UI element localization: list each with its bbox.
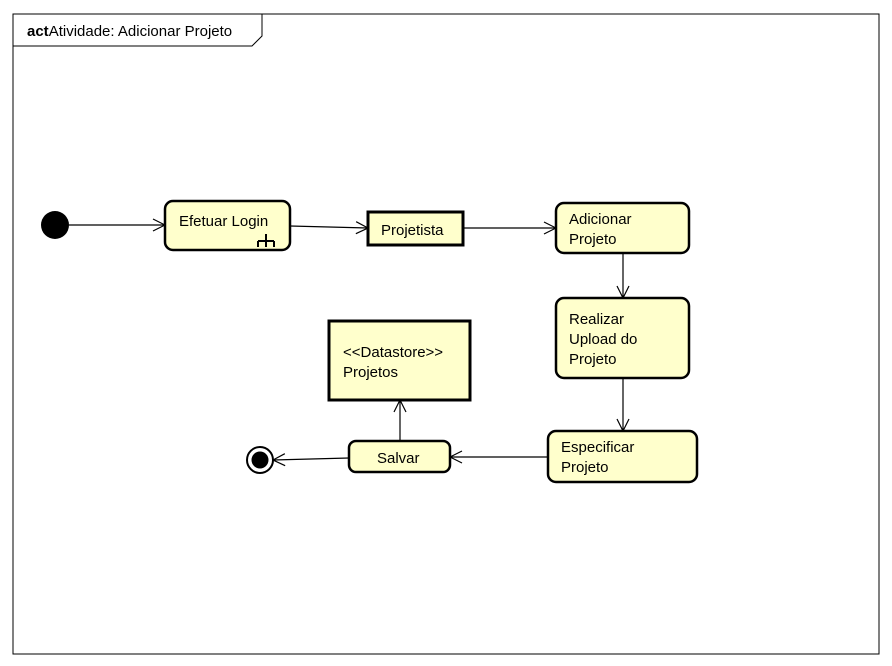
datastore-stereotype: <<Datastore>> (343, 344, 443, 361)
action-realizar-upload[interactable]: Realizar Upload do Projeto (554, 296, 691, 380)
action-realizar-upload-label: Realizar Upload do Projeto (569, 311, 642, 368)
action-salvar-label: Salvar (377, 450, 420, 467)
action-efetuar-login[interactable]: Efetuar Login (163, 199, 292, 252)
edge-login-to-projetista[interactable] (289, 226, 368, 228)
datastore-projetos-label: <<Datastore>> Projetos (343, 344, 447, 381)
frame-keyword: act (27, 23, 49, 40)
action-especificar-projeto[interactable]: Especificar Projeto (546, 429, 699, 484)
datastore-name: Projetos (343, 364, 398, 381)
action-especificar-projeto-label: Especificar Projeto (561, 439, 639, 476)
object-node-projetista[interactable]: Projetista (366, 210, 465, 247)
edge-salvar-to-final[interactable] (273, 458, 350, 460)
initial-node[interactable] (41, 211, 69, 239)
frame-title: actAtividade: Adicionar Projeto (27, 23, 232, 40)
action-adicionar-projeto-label: Adicionar Projeto (569, 211, 636, 248)
action-adicionar-projeto[interactable]: Adicionar Projeto (554, 201, 691, 255)
datastore-projetos[interactable]: <<Datastore>> Projetos (327, 319, 472, 402)
frame-name-tab (13, 14, 263, 47)
object-node-projetista-label: Projetista (381, 222, 444, 239)
frame-title-text: Atividade: Adicionar Projeto (49, 23, 232, 40)
action-efetuar-login-label: Efetuar Login (179, 213, 268, 230)
final-node[interactable] (246, 446, 274, 474)
action-salvar[interactable]: Salvar (347, 439, 452, 474)
rake-icon (257, 234, 275, 247)
